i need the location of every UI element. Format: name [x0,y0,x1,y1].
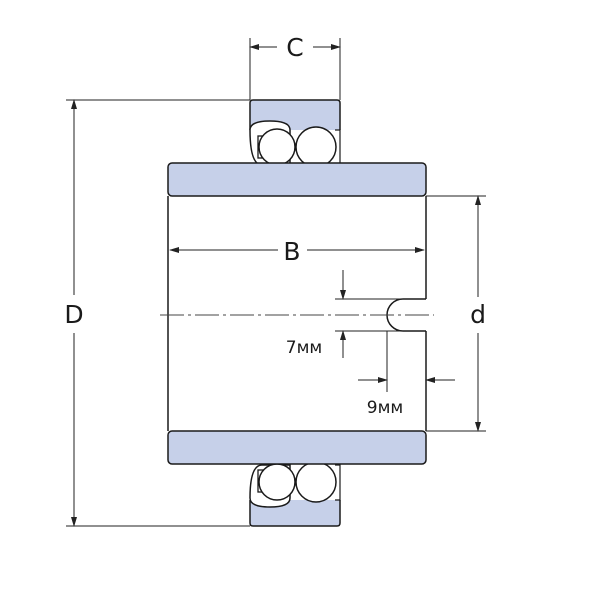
dimension-d-bore: d [426,195,486,432]
sleeve-top [167,162,427,197]
label-c: C [286,33,303,62]
rolling-elements-bottom [249,461,341,508]
sleeve-bottom [167,430,427,465]
label-b: B [283,237,300,266]
label-groove-depth: 7мм [286,338,322,358]
label-bore-diameter: d [470,300,486,329]
label-outer-diameter: D [64,300,83,329]
dimension-groove-depth: 7мм [286,270,403,358]
dimension-d-outer: D [64,99,250,527]
dimension-groove-position: 9мм [358,331,455,418]
dimension-b: B [169,237,425,266]
label-groove-position: 9мм [367,398,403,418]
dimension-c: C [249,33,341,100]
